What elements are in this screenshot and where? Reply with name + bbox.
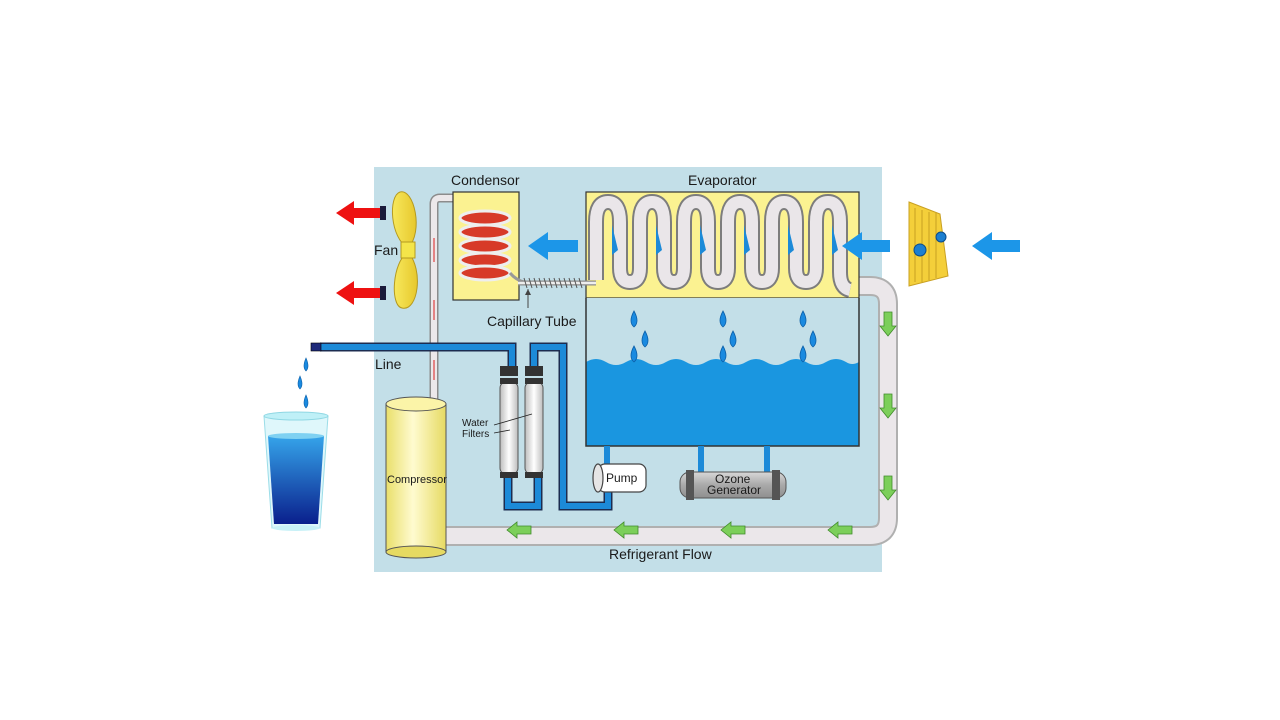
airflow-arrow-icon — [528, 232, 578, 260]
ozone-generator-label-line1: Ozone — [715, 472, 751, 486]
air-filter-icon — [908, 201, 949, 287]
water-filters-label-line2: Filters — [462, 429, 489, 440]
evaporator-coil-icon — [588, 193, 853, 298]
hot-air-arrow-icon — [336, 201, 386, 305]
air-intake-arrow-icon — [842, 232, 890, 260]
dispensed-water-droplet-icon — [297, 357, 309, 409]
compressor-label: Compressor — [387, 474, 447, 486]
refrigerant-flow-arrow-icon — [506, 311, 897, 539]
line-label: Line — [375, 356, 402, 372]
capillary-tube-label: Capillary Tube — [487, 313, 577, 329]
pump-label: Pump — [606, 471, 638, 485]
fan-label: Fan — [374, 242, 398, 258]
water-filters-label-line1: Water — [462, 418, 489, 429]
tank-outlets — [604, 446, 770, 472]
refrigerant-flow-label: Refrigerant Flow — [609, 546, 713, 562]
capillary-tube — [518, 277, 596, 308]
condensor-label: Condensor — [451, 172, 520, 188]
compressor-icon — [385, 396, 447, 559]
pump-icon — [592, 463, 647, 493]
fan-icon — [391, 191, 418, 309]
evaporator-label: Evaporator — [688, 172, 757, 188]
water-droplet-icon — [630, 310, 817, 363]
faucet-icon — [310, 342, 322, 352]
condenser-coil-icon — [458, 209, 525, 284]
water-filters — [493, 366, 544, 478]
outside-air-arrow-icon — [972, 232, 1020, 260]
ozone-generator-label-line2: Generator — [707, 483, 761, 497]
ozone-generator-icon — [679, 470, 787, 500]
water-cup-icon — [263, 411, 329, 531]
